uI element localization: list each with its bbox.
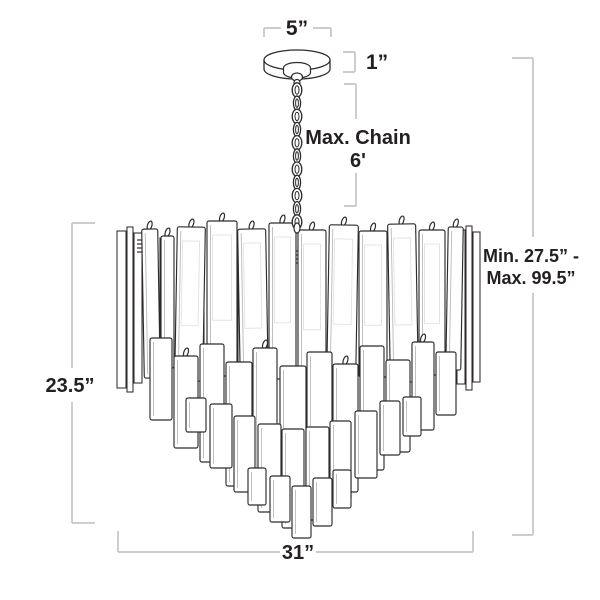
canopy-height-dimension: 1” <box>343 51 388 74</box>
max-chain-label-line1: Max. Chain <box>305 127 411 149</box>
body-width-label: 31” <box>282 542 314 564</box>
canopy-width-label: 5” <box>286 17 308 40</box>
body-width-dimension-line <box>117 531 474 553</box>
overall-height-dimension: Min. 27.5” - Max. 99.5” <box>483 57 579 536</box>
overall-height-label-line2: Max. 99.5” <box>486 268 575 288</box>
overall-height-dimension-line <box>512 57 534 536</box>
body-width-dimension: 31” <box>117 531 474 564</box>
overall-height-label-line1: Min. 27.5” - <box>483 246 579 266</box>
chain <box>291 82 303 234</box>
canopy-width-dimension: 5” <box>263 17 332 40</box>
body-height-dimension: 23.5” <box>46 222 95 524</box>
max-chain-label-line2: 6' <box>350 150 366 172</box>
body-height-dimension-line <box>71 222 95 524</box>
body-height-label: 23.5” <box>46 375 95 397</box>
chandelier-body <box>116 212 481 539</box>
canopy-width-dimension-line <box>263 27 332 37</box>
canopy-height-dimension-line <box>343 51 356 73</box>
canopy-height-label: 1” <box>366 51 388 74</box>
canopy <box>263 49 331 87</box>
max-chain-dimension-line <box>344 83 357 207</box>
max-chain-dimension: Max. Chain 6' <box>305 83 411 207</box>
